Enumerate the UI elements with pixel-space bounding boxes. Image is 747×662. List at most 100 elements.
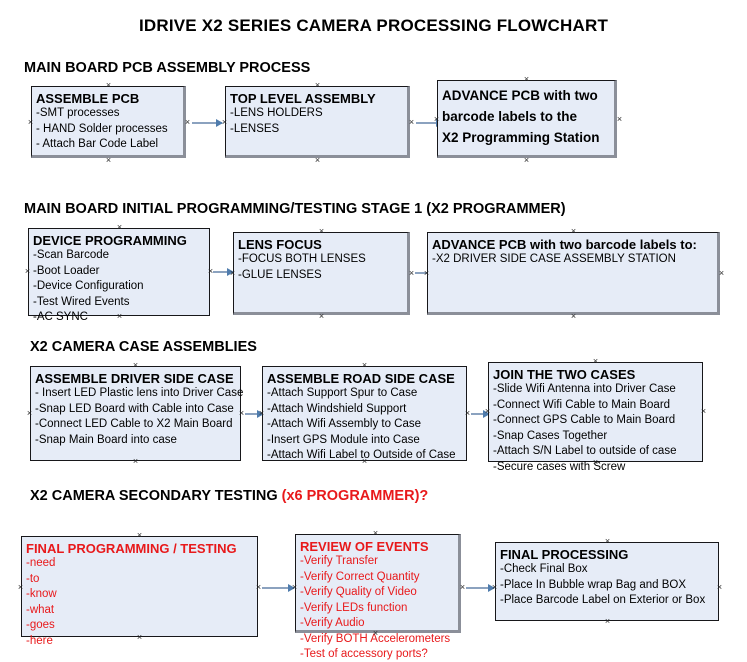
resize-handle-bottom[interactable] <box>132 458 139 465</box>
box-device-programming[interactable]: DEVICE PROGRAMMING -Scan Barcode -Boot L… <box>28 228 210 323</box>
resize-handle-right[interactable] <box>616 116 623 123</box>
box-assemble-pcb[interactable]: ASSEMBLE PCB -SMT processes - HAND Solde… <box>31 86 186 158</box>
box-line: X2 Programming Station <box>442 130 600 145</box>
box-line: -Test Wired Events <box>33 295 130 308</box>
resize-handle-top[interactable] <box>136 532 143 539</box>
box-line: -Attach Support Spur to Case <box>267 387 418 399</box>
resize-handle-top[interactable] <box>361 362 368 369</box>
resize-handle-right[interactable] <box>459 584 466 591</box>
resize-handle-bottom[interactable] <box>136 634 143 641</box>
resize-handle-bottom[interactable] <box>105 157 112 164</box>
connector-final-programming-to-review-of-events <box>262 584 295 592</box>
resize-handle-right[interactable] <box>238 410 245 417</box>
resize-handle-top[interactable] <box>592 358 599 365</box>
box-title: ASSEMBLE PCB <box>36 91 140 106</box>
resize-handle-left[interactable] <box>26 410 33 417</box>
box-line: -Snap Cases Together <box>493 429 608 442</box>
resize-handle-left[interactable] <box>258 410 265 417</box>
resize-handle-bottom[interactable] <box>592 459 599 466</box>
box-advance-pcb-to-x2-programming-station[interactable]: ADVANCE PCB with two barcode labels to t… <box>437 80 617 158</box>
resize-handle-left[interactable] <box>291 584 298 591</box>
box-assemble-driver-side-case[interactable]: ASSEMBLE DRIVER SIDE CASE - Insert LED P… <box>30 366 243 461</box>
box-line: -Connect GPS Cable to Main Board <box>493 414 676 426</box>
resize-handle-right[interactable] <box>408 119 415 126</box>
resize-handle-left[interactable] <box>229 270 236 277</box>
box-title: LENS FOCUS <box>238 237 322 252</box>
resize-handle-top[interactable] <box>105 82 112 89</box>
resize-handle-bottom[interactable] <box>523 157 530 164</box>
resize-handle-right[interactable] <box>700 408 707 415</box>
resize-handle-top[interactable] <box>523 76 530 83</box>
resize-handle-top[interactable] <box>604 538 611 545</box>
connector-assemble-pcb-to-top-level-assembly <box>192 119 223 127</box>
box-final-programming-testing[interactable]: FINAL PROGRAMMING / TESTING -need -to -k… <box>21 536 258 647</box>
resize-handle-top[interactable] <box>318 228 325 235</box>
section-header-text: X2 CAMERA SECONDARY TESTING <box>30 488 282 504</box>
box-line: -Attach Wifi Assembly to Case <box>267 418 422 430</box>
box-line: -what <box>26 603 55 616</box>
box-line: -here <box>26 634 53 647</box>
resize-handle-left[interactable] <box>24 268 31 275</box>
box-line: -need <box>26 557 56 569</box>
box-line: -Attach S/N Label to outside of case <box>493 445 677 457</box>
box-title: TOP LEVEL ASSEMBLY <box>230 91 376 106</box>
resize-handle-bottom[interactable] <box>570 313 577 320</box>
connector-review-of-events-to-final-processing <box>466 584 495 592</box>
resize-handle-left[interactable] <box>491 584 498 591</box>
box-final-processing[interactable]: FINAL PROCESSING -Check Final Box -Place… <box>495 542 719 621</box>
box-line: -Verify Correct Quantity <box>300 570 420 583</box>
resize-handle-left[interactable] <box>423 270 430 277</box>
box-title: DEVICE PROGRAMMING <box>33 233 187 248</box>
box-line: -GLUE LENSES <box>238 268 322 281</box>
box-join-the-two-cases[interactable]: JOIN THE TWO CASES -Slide Wifi Antenna i… <box>488 362 703 473</box>
resize-handle-bottom[interactable] <box>318 313 325 320</box>
resize-handle-bottom[interactable] <box>372 630 379 637</box>
box-line: barcode labels to the <box>442 109 578 124</box>
resize-handle-right[interactable] <box>408 270 415 277</box>
resize-handle-right[interactable] <box>464 410 471 417</box>
resize-handle-top[interactable] <box>116 224 123 231</box>
resize-handle-bottom[interactable] <box>604 618 611 625</box>
box-line: -Scan Barcode <box>33 249 110 261</box>
box-line: -Place Barcode Label on Exterior or Box <box>500 594 706 606</box>
box-review-of-events[interactable]: REVIEW OF EVENTS -Verify Transfer -Verif… <box>295 534 461 660</box>
box-top-level-assembly[interactable]: TOP LEVEL ASSEMBLY -LENS HOLDERS -LENSES <box>225 86 410 158</box>
resize-handle-top[interactable] <box>314 82 321 89</box>
box-line: -goes <box>26 619 55 631</box>
resize-handle-left[interactable] <box>433 116 440 123</box>
resize-handle-bottom[interactable] <box>361 458 368 465</box>
page-title: IDRIVE X2 SERIES CAMERA PROCESSING FLOWC… <box>138 16 609 35</box>
box-line: -Insert GPS Module into Case <box>267 433 420 446</box>
section-header-accent: (x6 PROGRAMMER)? <box>281 488 429 504</box>
box-line: -Attach Windshield Support <box>267 402 407 415</box>
section-header-text: MAIN BOARD INITIAL PROGRAMMING/TESTING S… <box>24 201 566 217</box>
resize-handle-left[interactable] <box>221 119 228 126</box>
box-title: ADVANCE PCB with two barcode labels to: <box>432 237 697 252</box>
box-title: ADVANCE PCB with two <box>442 88 598 103</box>
box-title: ASSEMBLE ROAD SIDE CASE <box>267 371 455 386</box>
resize-handle-right[interactable] <box>255 584 262 591</box>
box-line: -Device Configuration <box>33 280 144 292</box>
box-line: -Boot Loader <box>33 264 100 277</box>
box-advance-pcb-to-driver-side-case-assembly-station[interactable]: ADVANCE PCB with two barcode labels to: … <box>427 232 720 315</box>
resize-handle-bottom[interactable] <box>116 313 123 320</box>
box-assemble-road-side-case[interactable]: ASSEMBLE ROAD SIDE CASE -Attach Support … <box>262 366 467 461</box>
resize-handle-right[interactable] <box>184 119 191 126</box>
section-header-main-board-pcb-assembly-process: MAIN BOARD PCB ASSEMBLY PROCESS <box>24 60 310 76</box>
resize-handle-left[interactable] <box>484 408 491 415</box>
box-line: -Verify BOTH Accelerometers <box>300 632 451 645</box>
box-line: -LENSES <box>230 122 280 135</box>
box-line: - HAND Solder processes <box>36 122 168 135</box>
resize-handle-left[interactable] <box>17 584 24 591</box>
resize-handle-left[interactable] <box>27 119 34 126</box>
resize-handle-right[interactable] <box>716 584 723 591</box>
section-header-x2-camera-case-assemblies: X2 CAMERA CASE ASSEMBLIES <box>30 339 257 355</box>
resize-handle-bottom[interactable] <box>314 157 321 164</box>
resize-handle-top[interactable] <box>570 228 577 235</box>
resize-handle-top[interactable] <box>132 362 139 369</box>
box-lens-focus[interactable]: LENS FOCUS -FOCUS BOTH LENSES -GLUE LENS… <box>233 232 410 315</box>
resize-handle-right[interactable] <box>718 270 725 277</box>
resize-handle-top[interactable] <box>372 530 379 537</box>
box-line: -Check Final Box <box>500 563 588 575</box>
